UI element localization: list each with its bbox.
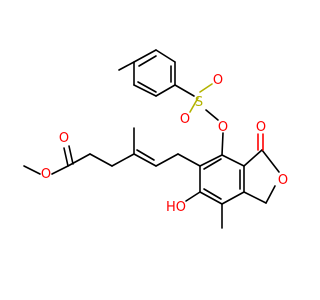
- o-lactone-ring: O: [278, 173, 288, 188]
- o-sulfonyl-left: O: [180, 112, 190, 127]
- molecule-structure: O S O O O O HO O O: [23, 49, 288, 229]
- atom-labels: O S O O O O HO O O: [41, 73, 288, 215]
- o-ester-ether: O: [41, 167, 51, 182]
- o-lactone-carbonyl: O: [256, 120, 266, 135]
- oh-phenol: HO: [166, 200, 186, 215]
- o-tosylate-link: O: [218, 120, 228, 135]
- double-bond-strokes-colored: [189, 83, 264, 151]
- bonds: [23, 49, 280, 229]
- o-ester-carbonyl: O: [59, 131, 69, 146]
- o-sulfonyl-right: O: [213, 73, 223, 88]
- s-sulfonyl: S: [195, 95, 203, 110]
